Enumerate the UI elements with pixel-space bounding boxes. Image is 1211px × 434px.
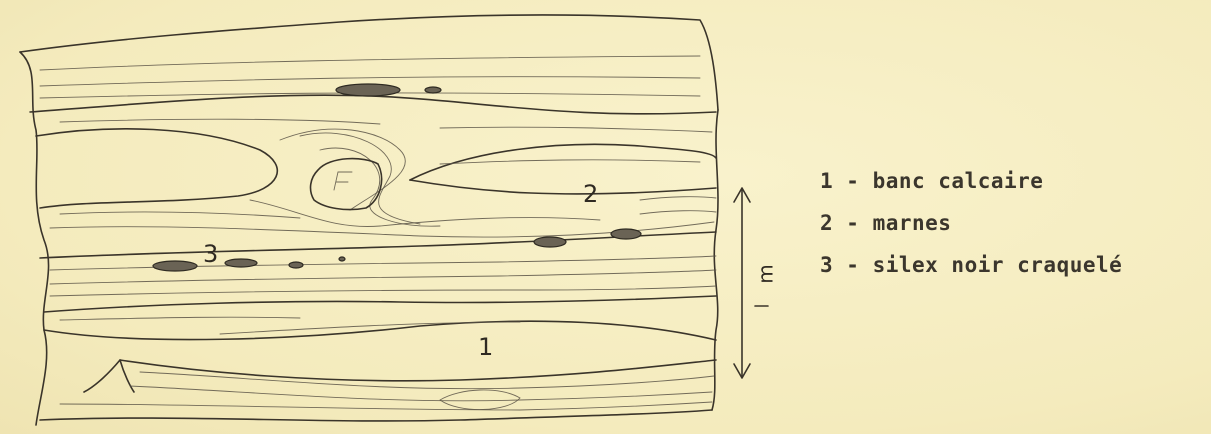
- bed-boundary-2: [36, 129, 277, 208]
- legend-item-marnes: 2 - marnes: [820, 202, 1122, 244]
- bed-boundary-4: [410, 180, 716, 194]
- bed-boundary-6: [44, 296, 716, 312]
- outcrop-left-edge: [20, 52, 49, 425]
- legend-item-silex: 3 - silex noir craquelé: [820, 244, 1122, 286]
- bed-boundary-10: [84, 360, 134, 392]
- boxed-flint-mark: [334, 172, 352, 190]
- legend: 1 - banc calcaire 2 - marnes 3 - silex n…: [820, 160, 1122, 286]
- label-banc-calcaire: 1: [478, 333, 493, 361]
- scale-bar: [734, 188, 750, 378]
- bed-boundary-7: [44, 321, 716, 340]
- bed-boundary-3: [410, 144, 716, 180]
- scale-unit-label: m: [754, 264, 778, 283]
- label-silex: 3: [203, 240, 218, 268]
- bed-boundary-1: [30, 95, 716, 114]
- legend-item-banc-calcaire: 1 - banc calcaire: [820, 160, 1122, 202]
- bed-boundary-8: [120, 360, 716, 381]
- bed-boundary-9: [40, 410, 712, 421]
- label-marnes: 2: [583, 180, 598, 208]
